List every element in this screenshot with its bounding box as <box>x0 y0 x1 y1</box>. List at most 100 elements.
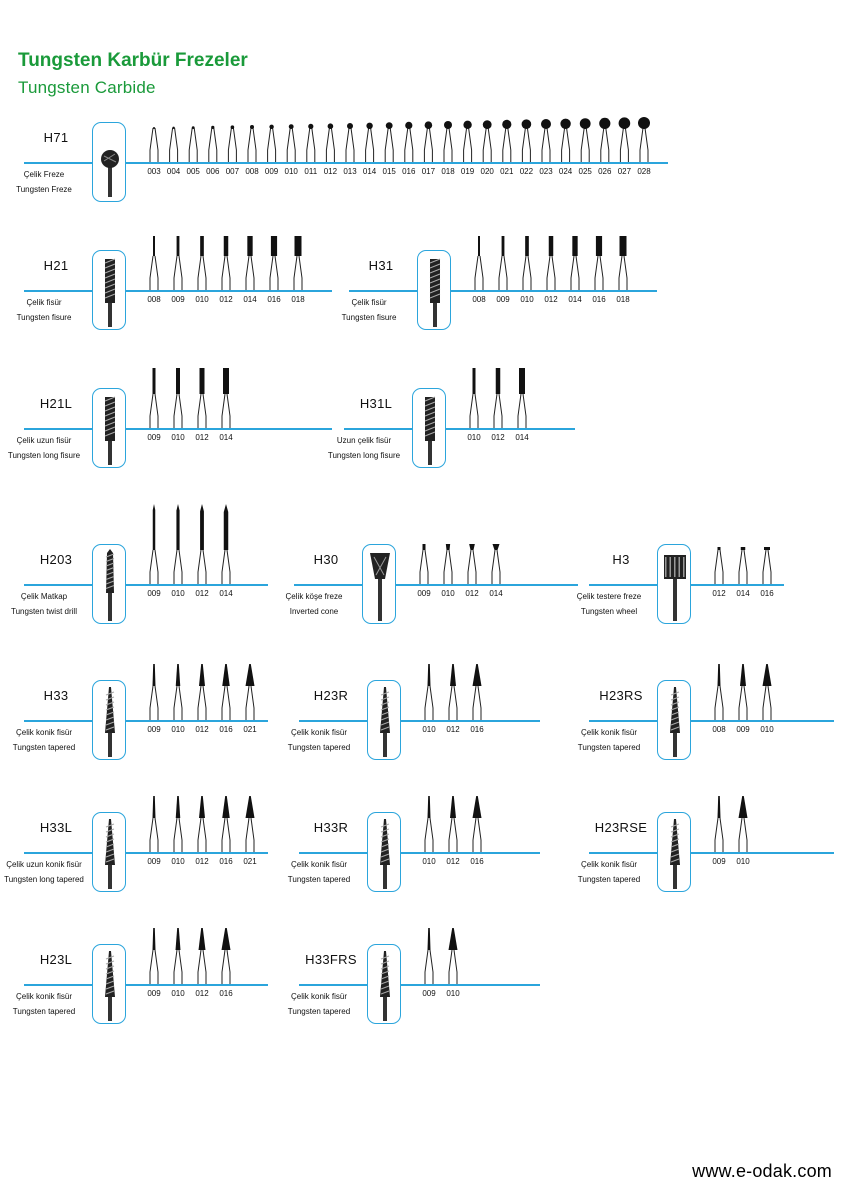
product-image-frame <box>657 544 691 624</box>
bur-silhouette <box>149 796 159 852</box>
bur-size-silhouettes <box>714 664 772 720</box>
bur-silhouette <box>714 796 724 852</box>
product-label-en: Tungsten Freze <box>16 185 72 194</box>
product-code: H71 <box>43 130 69 145</box>
size-label: 012 <box>195 857 209 866</box>
size-label: 014 <box>362 167 377 176</box>
footer-url[interactable]: www.e-odak.com <box>692 1161 832 1181</box>
bur-silhouette <box>448 664 458 720</box>
product-image-frame <box>92 680 126 760</box>
product-label-en: Tungsten tapered <box>287 1007 351 1016</box>
product-label-en: Inverted cone <box>289 607 339 616</box>
row-divider-line <box>299 984 540 986</box>
product-label-tr: Çelik konik fisür <box>15 728 72 737</box>
size-label: 012 <box>195 989 209 998</box>
size-label: 008 <box>245 167 259 176</box>
bur-silhouette <box>498 236 508 290</box>
product-label-tr: Çelik uzun konik fisür <box>6 860 82 869</box>
bur-silhouette <box>306 123 316 162</box>
size-label: 017 <box>421 167 436 176</box>
size-label: 014 <box>568 295 582 304</box>
bur-silhouette <box>247 125 257 162</box>
bur-silhouette <box>472 664 482 720</box>
row-divider-line <box>24 290 332 292</box>
size-label: 014 <box>515 433 529 442</box>
size-label: 009 <box>422 989 436 998</box>
bur-silhouette <box>197 236 207 290</box>
size-label: 010 <box>446 989 460 998</box>
size-label: 010 <box>422 725 436 734</box>
product-label-en: Tungsten fisure <box>341 313 397 322</box>
product-code: H21L <box>39 396 73 411</box>
bur-silhouette <box>173 368 183 428</box>
bur-silhouette <box>517 368 527 428</box>
size-label: 015 <box>382 167 396 176</box>
product-label-tr: Çelik Freze <box>23 170 65 179</box>
page-subtitle: Tungsten Carbide <box>18 78 156 97</box>
bur-illustration-icon <box>670 687 680 757</box>
bur-silhouette <box>541 119 551 162</box>
bur-size-silhouettes <box>149 928 231 984</box>
row-divider-line <box>299 720 540 722</box>
bur-silhouette <box>208 125 218 162</box>
bur-silhouette <box>245 664 255 720</box>
size-label: 025 <box>578 167 592 176</box>
bur-silhouette <box>173 796 183 852</box>
bur-silhouette <box>714 547 724 584</box>
product-image-frame <box>92 250 126 330</box>
size-label: 009 <box>712 857 726 866</box>
bur-silhouette <box>491 544 501 584</box>
product-code: H33 <box>43 688 69 703</box>
bur-silhouette <box>618 236 628 290</box>
size-label: 016 <box>470 857 484 866</box>
product-image-frame <box>92 944 126 1024</box>
bur-illustration-icon <box>429 258 441 327</box>
size-label: 021 <box>243 725 257 734</box>
product-label-tr: Uzun çelik fisür <box>336 436 392 445</box>
size-label: 021 <box>500 167 514 176</box>
bur-size-silhouettes <box>424 796 482 852</box>
size-label: 012 <box>491 433 505 442</box>
bur-silhouette <box>579 118 591 162</box>
bur-silhouette <box>493 368 503 428</box>
size-label: 022 <box>519 167 534 176</box>
bur-silhouette <box>267 124 277 162</box>
size-label: 010 <box>195 295 209 304</box>
row-divider-line <box>24 428 332 430</box>
size-label: 009 <box>147 857 161 866</box>
bur-silhouette <box>173 504 183 584</box>
page-title: Tungsten Karbür Frezeler <box>18 50 248 71</box>
bur-silhouette <box>560 118 571 162</box>
row-divider-line <box>589 720 834 722</box>
bur-silhouette <box>738 664 748 720</box>
row-divider-line <box>349 290 657 292</box>
size-label: 012 <box>195 433 209 442</box>
product-label-tr: Çelik fisür <box>351 298 387 307</box>
size-label: 008 <box>712 725 726 734</box>
bur-size-silhouettes <box>714 547 772 584</box>
product-label-tr: Çelik konik fisür <box>15 992 72 1001</box>
bur-silhouette <box>227 125 237 162</box>
bur-illustration-icon <box>370 553 390 621</box>
product-code: H23RS <box>599 688 643 703</box>
bur-size-silhouettes <box>419 544 501 584</box>
product-label-tr: Çelik testere freze <box>576 592 642 601</box>
bur-size-silhouettes <box>149 664 255 720</box>
bur-silhouette <box>188 126 198 162</box>
bur-silhouette <box>197 504 207 584</box>
product-label-en: Tungsten long fisure <box>7 451 81 460</box>
size-label: 010 <box>520 295 534 304</box>
size-label: 012 <box>446 857 460 866</box>
bur-silhouette <box>463 120 473 162</box>
size-label: 013 <box>343 167 357 176</box>
bur-silhouette <box>149 928 159 984</box>
bur-illustration-icon <box>424 396 436 465</box>
product-label-tr: Çelik fisür <box>26 298 62 307</box>
product-label-en: Tungsten wheel <box>580 607 638 616</box>
product-label-tr: Çelik konik fisür <box>290 860 347 869</box>
size-label: 011 <box>304 167 318 176</box>
bur-silhouette <box>546 236 556 290</box>
bur-silhouette <box>419 544 429 584</box>
row-divider-line <box>294 584 578 586</box>
product-code: H203 <box>39 552 73 567</box>
